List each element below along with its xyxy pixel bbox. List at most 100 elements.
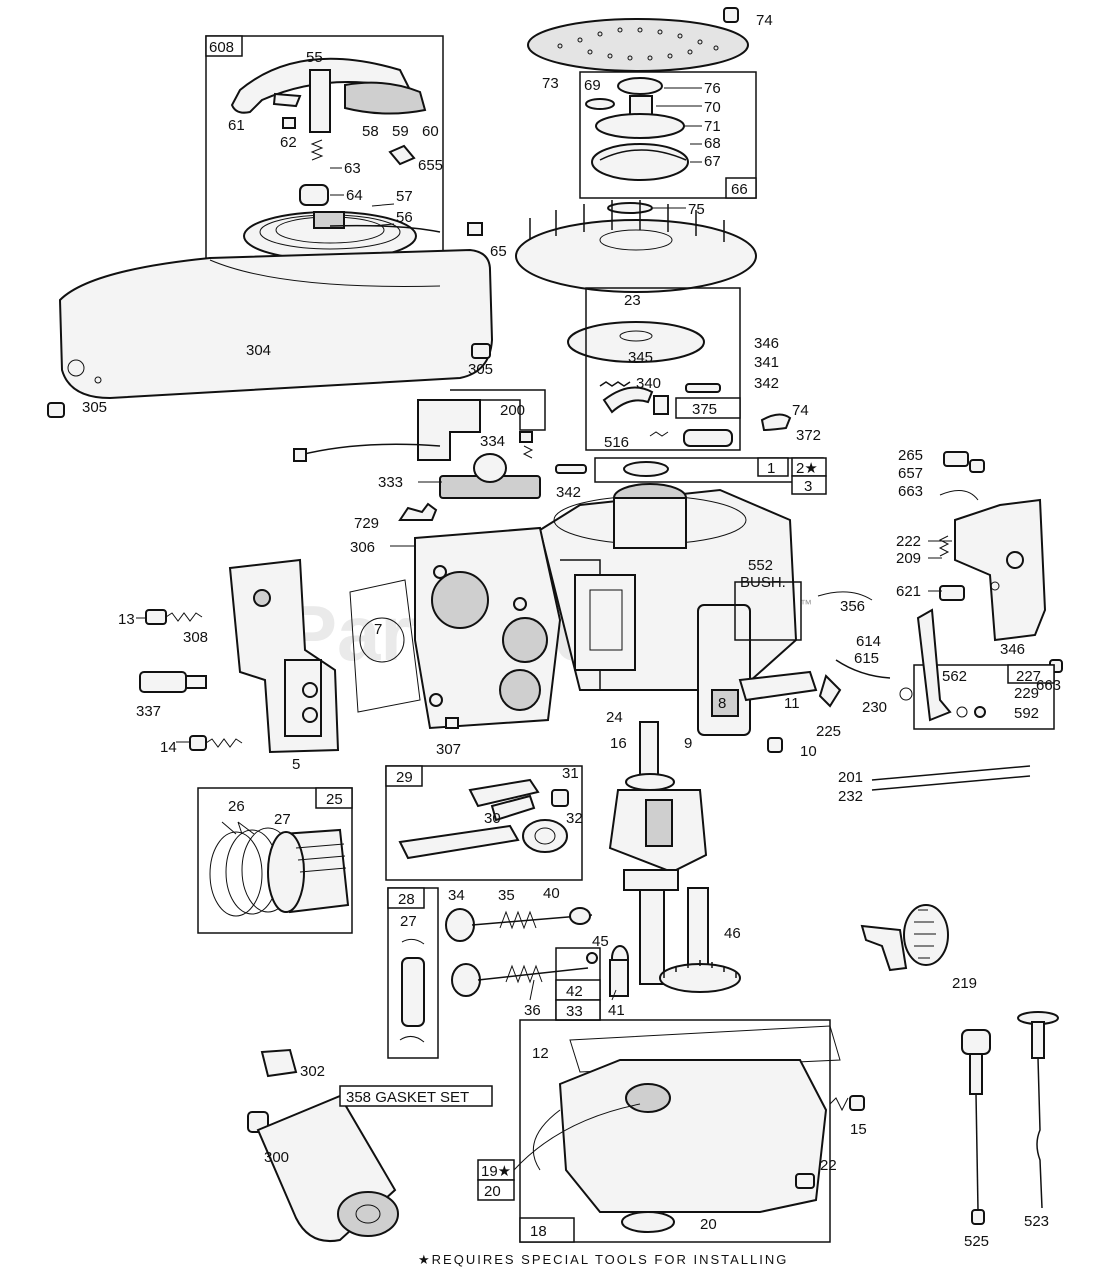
label-68: 68 bbox=[704, 135, 721, 152]
box-1: 1 bbox=[767, 460, 775, 477]
label-209: 209 bbox=[896, 550, 921, 567]
label-73: 73 bbox=[542, 75, 559, 92]
label-70: 70 bbox=[704, 99, 721, 116]
label-334: 334 bbox=[480, 433, 505, 450]
label-34: 34 bbox=[448, 887, 465, 904]
recoil-starter-group: 608 bbox=[205, 35, 444, 282]
label-16: 16 bbox=[610, 735, 627, 752]
label-13: 13 bbox=[118, 611, 135, 628]
label-356: 356 bbox=[840, 598, 865, 615]
gasket-set-label: 358 GASKET SET bbox=[346, 1089, 469, 1106]
label-305-left: 305 bbox=[82, 399, 107, 416]
label-40: 40 bbox=[543, 885, 560, 902]
label-222: 222 bbox=[896, 533, 921, 550]
label-15: 15 bbox=[850, 1121, 867, 1138]
label-337: 337 bbox=[136, 703, 161, 720]
label-345: 345 bbox=[628, 349, 653, 366]
piston-group: 25 bbox=[197, 787, 353, 934]
box-20: 20 bbox=[484, 1183, 501, 1200]
label-229: 229 bbox=[1014, 685, 1039, 702]
label-663-top: 663 bbox=[898, 483, 923, 500]
footnote-special-tools: ★REQUIRES SPECIAL TOOLS FOR INSTALLING bbox=[418, 1252, 788, 1267]
label-30: 30 bbox=[484, 810, 501, 827]
label-621: 621 bbox=[896, 583, 921, 600]
label-307: 307 bbox=[436, 741, 461, 758]
label-10: 10 bbox=[800, 743, 817, 760]
label-59: 59 bbox=[392, 123, 409, 140]
box-227: 227 bbox=[1016, 668, 1041, 685]
label-56: 56 bbox=[396, 209, 413, 226]
label-200: 200 bbox=[500, 402, 525, 419]
label-55: 55 bbox=[306, 49, 323, 66]
box-33: 33 bbox=[566, 1003, 583, 1020]
label-615: 615 bbox=[854, 650, 879, 667]
label-63: 63 bbox=[344, 160, 361, 177]
label-57: 57 bbox=[396, 188, 413, 205]
label-346-top: 346 bbox=[754, 335, 779, 352]
label-11: 11 bbox=[784, 695, 800, 712]
label-304: 304 bbox=[246, 342, 271, 359]
box-19: 19★ bbox=[481, 1163, 511, 1180]
label-22: 22 bbox=[820, 1157, 837, 1174]
label-655: 655 bbox=[418, 157, 443, 174]
label-219: 219 bbox=[952, 975, 977, 992]
label-516: 516 bbox=[604, 434, 629, 451]
label-5: 5 bbox=[292, 756, 300, 773]
label-305-right: 305 bbox=[468, 361, 493, 378]
box-375: 375 bbox=[692, 401, 717, 418]
label-bush: BUSH. bbox=[740, 574, 786, 591]
label-31: 31 bbox=[562, 765, 579, 782]
armature-group bbox=[293, 389, 587, 521]
label-64: 64 bbox=[346, 187, 363, 204]
label-23: 23 bbox=[624, 292, 641, 309]
label-657: 657 bbox=[898, 465, 923, 482]
label-60: 60 bbox=[422, 123, 439, 140]
label-24: 24 bbox=[606, 709, 623, 726]
label-523: 523 bbox=[1024, 1213, 1049, 1230]
label-35: 35 bbox=[498, 887, 515, 904]
label-300: 300 bbox=[264, 1149, 289, 1166]
label-8: 8 bbox=[718, 695, 726, 712]
label-27-top: 27 bbox=[274, 811, 291, 828]
label-341: 341 bbox=[754, 354, 779, 371]
label-58: 58 bbox=[362, 123, 379, 140]
label-663-bottom: 663 bbox=[1036, 677, 1061, 694]
label-225: 225 bbox=[816, 723, 841, 740]
label-20-bottom: 20 bbox=[700, 1216, 717, 1233]
box-25: 25 bbox=[326, 791, 343, 808]
label-562: 562 bbox=[942, 668, 967, 685]
label-592: 592 bbox=[1014, 705, 1039, 722]
label-46: 46 bbox=[724, 925, 741, 942]
label-372: 372 bbox=[796, 427, 821, 444]
oil-sump-group: 19★ 20 18 bbox=[477, 1019, 865, 1243]
label-729: 729 bbox=[354, 515, 379, 532]
label-26: 26 bbox=[228, 798, 245, 815]
label-525: 525 bbox=[964, 1233, 989, 1250]
carburetor-group bbox=[139, 558, 340, 754]
box-66: 66 bbox=[731, 181, 748, 198]
crankshaft bbox=[608, 721, 708, 985]
label-265: 265 bbox=[898, 447, 923, 464]
blower-housing bbox=[47, 222, 494, 418]
label-333: 333 bbox=[378, 474, 403, 491]
label-69: 69 bbox=[584, 77, 601, 94]
box-3: 3 bbox=[804, 478, 812, 495]
cylinder-block: 1 2★ 3 bbox=[349, 457, 827, 753]
label-7: 7 bbox=[374, 621, 382, 638]
label-552: 552 bbox=[748, 557, 773, 574]
label-74-mid: 74 bbox=[792, 402, 809, 419]
label-67: 67 bbox=[704, 153, 721, 170]
breaker-points-group: 375 bbox=[585, 287, 792, 451]
label-61: 61 bbox=[228, 117, 245, 134]
label-75: 75 bbox=[688, 201, 705, 218]
label-62: 62 bbox=[280, 134, 297, 151]
box-28: 28 bbox=[398, 891, 415, 908]
label-27-bottom: 27 bbox=[400, 913, 417, 930]
label-308: 308 bbox=[183, 629, 208, 646]
box-29: 29 bbox=[396, 769, 413, 786]
oil-filter-group bbox=[247, 1048, 399, 1242]
connecting-rod-group: 29 bbox=[385, 765, 583, 881]
label-71: 71 bbox=[704, 118, 721, 135]
box-18: 18 bbox=[530, 1223, 547, 1240]
